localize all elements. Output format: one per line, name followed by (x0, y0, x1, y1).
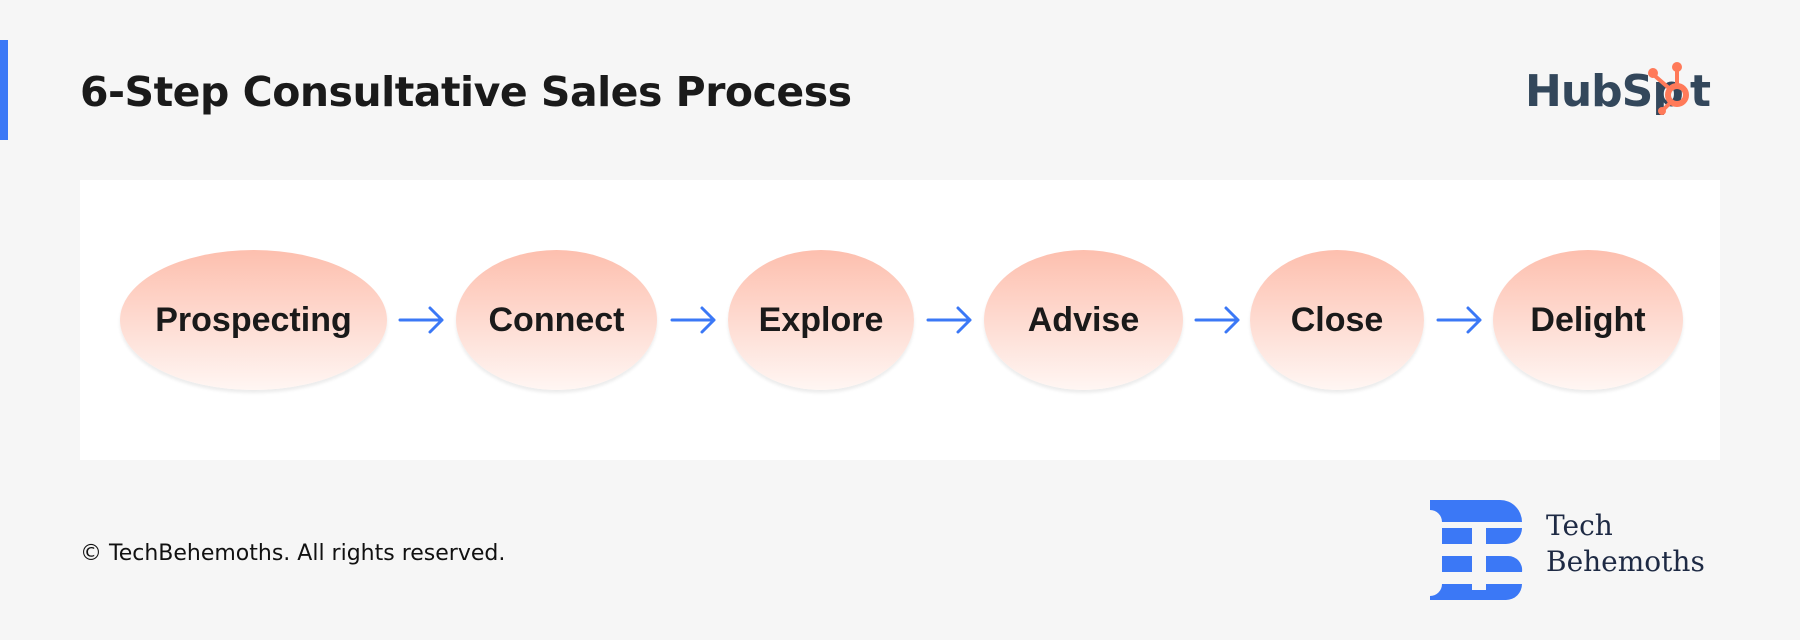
arrow-right-icon (1194, 306, 1240, 334)
accent-bar (0, 40, 8, 140)
techbehemoths-wordmark: Tech Behemoths (1546, 508, 1705, 580)
process-panel: Prospecting Connect Explore Advise Close… (80, 180, 1720, 460)
page-title: 6-Step Consultative Sales Process (80, 68, 852, 116)
wordmark-line-2: Behemoths (1546, 545, 1705, 578)
step-connect: Connect (456, 250, 657, 390)
arrow-right-icon (670, 306, 716, 334)
step-prospecting: Prospecting (120, 250, 387, 390)
techbehemoths-logo-icon (1430, 500, 1523, 600)
hubspot-logo: HubSp t (1525, 62, 1711, 117)
copyright-text: © TechBehemoths. All rights reserved. (80, 541, 506, 566)
step-advise: Advise (984, 250, 1183, 390)
arrow-right-icon (398, 306, 444, 334)
step-delight: Delight (1493, 250, 1683, 390)
arrow-right-icon (926, 306, 972, 334)
wordmark-line-1: Tech (1546, 509, 1613, 542)
svg-text:t: t (1690, 66, 1711, 117)
arrow-right-icon (1436, 306, 1482, 334)
step-explore: Explore (728, 250, 914, 390)
step-close: Close (1250, 250, 1424, 390)
